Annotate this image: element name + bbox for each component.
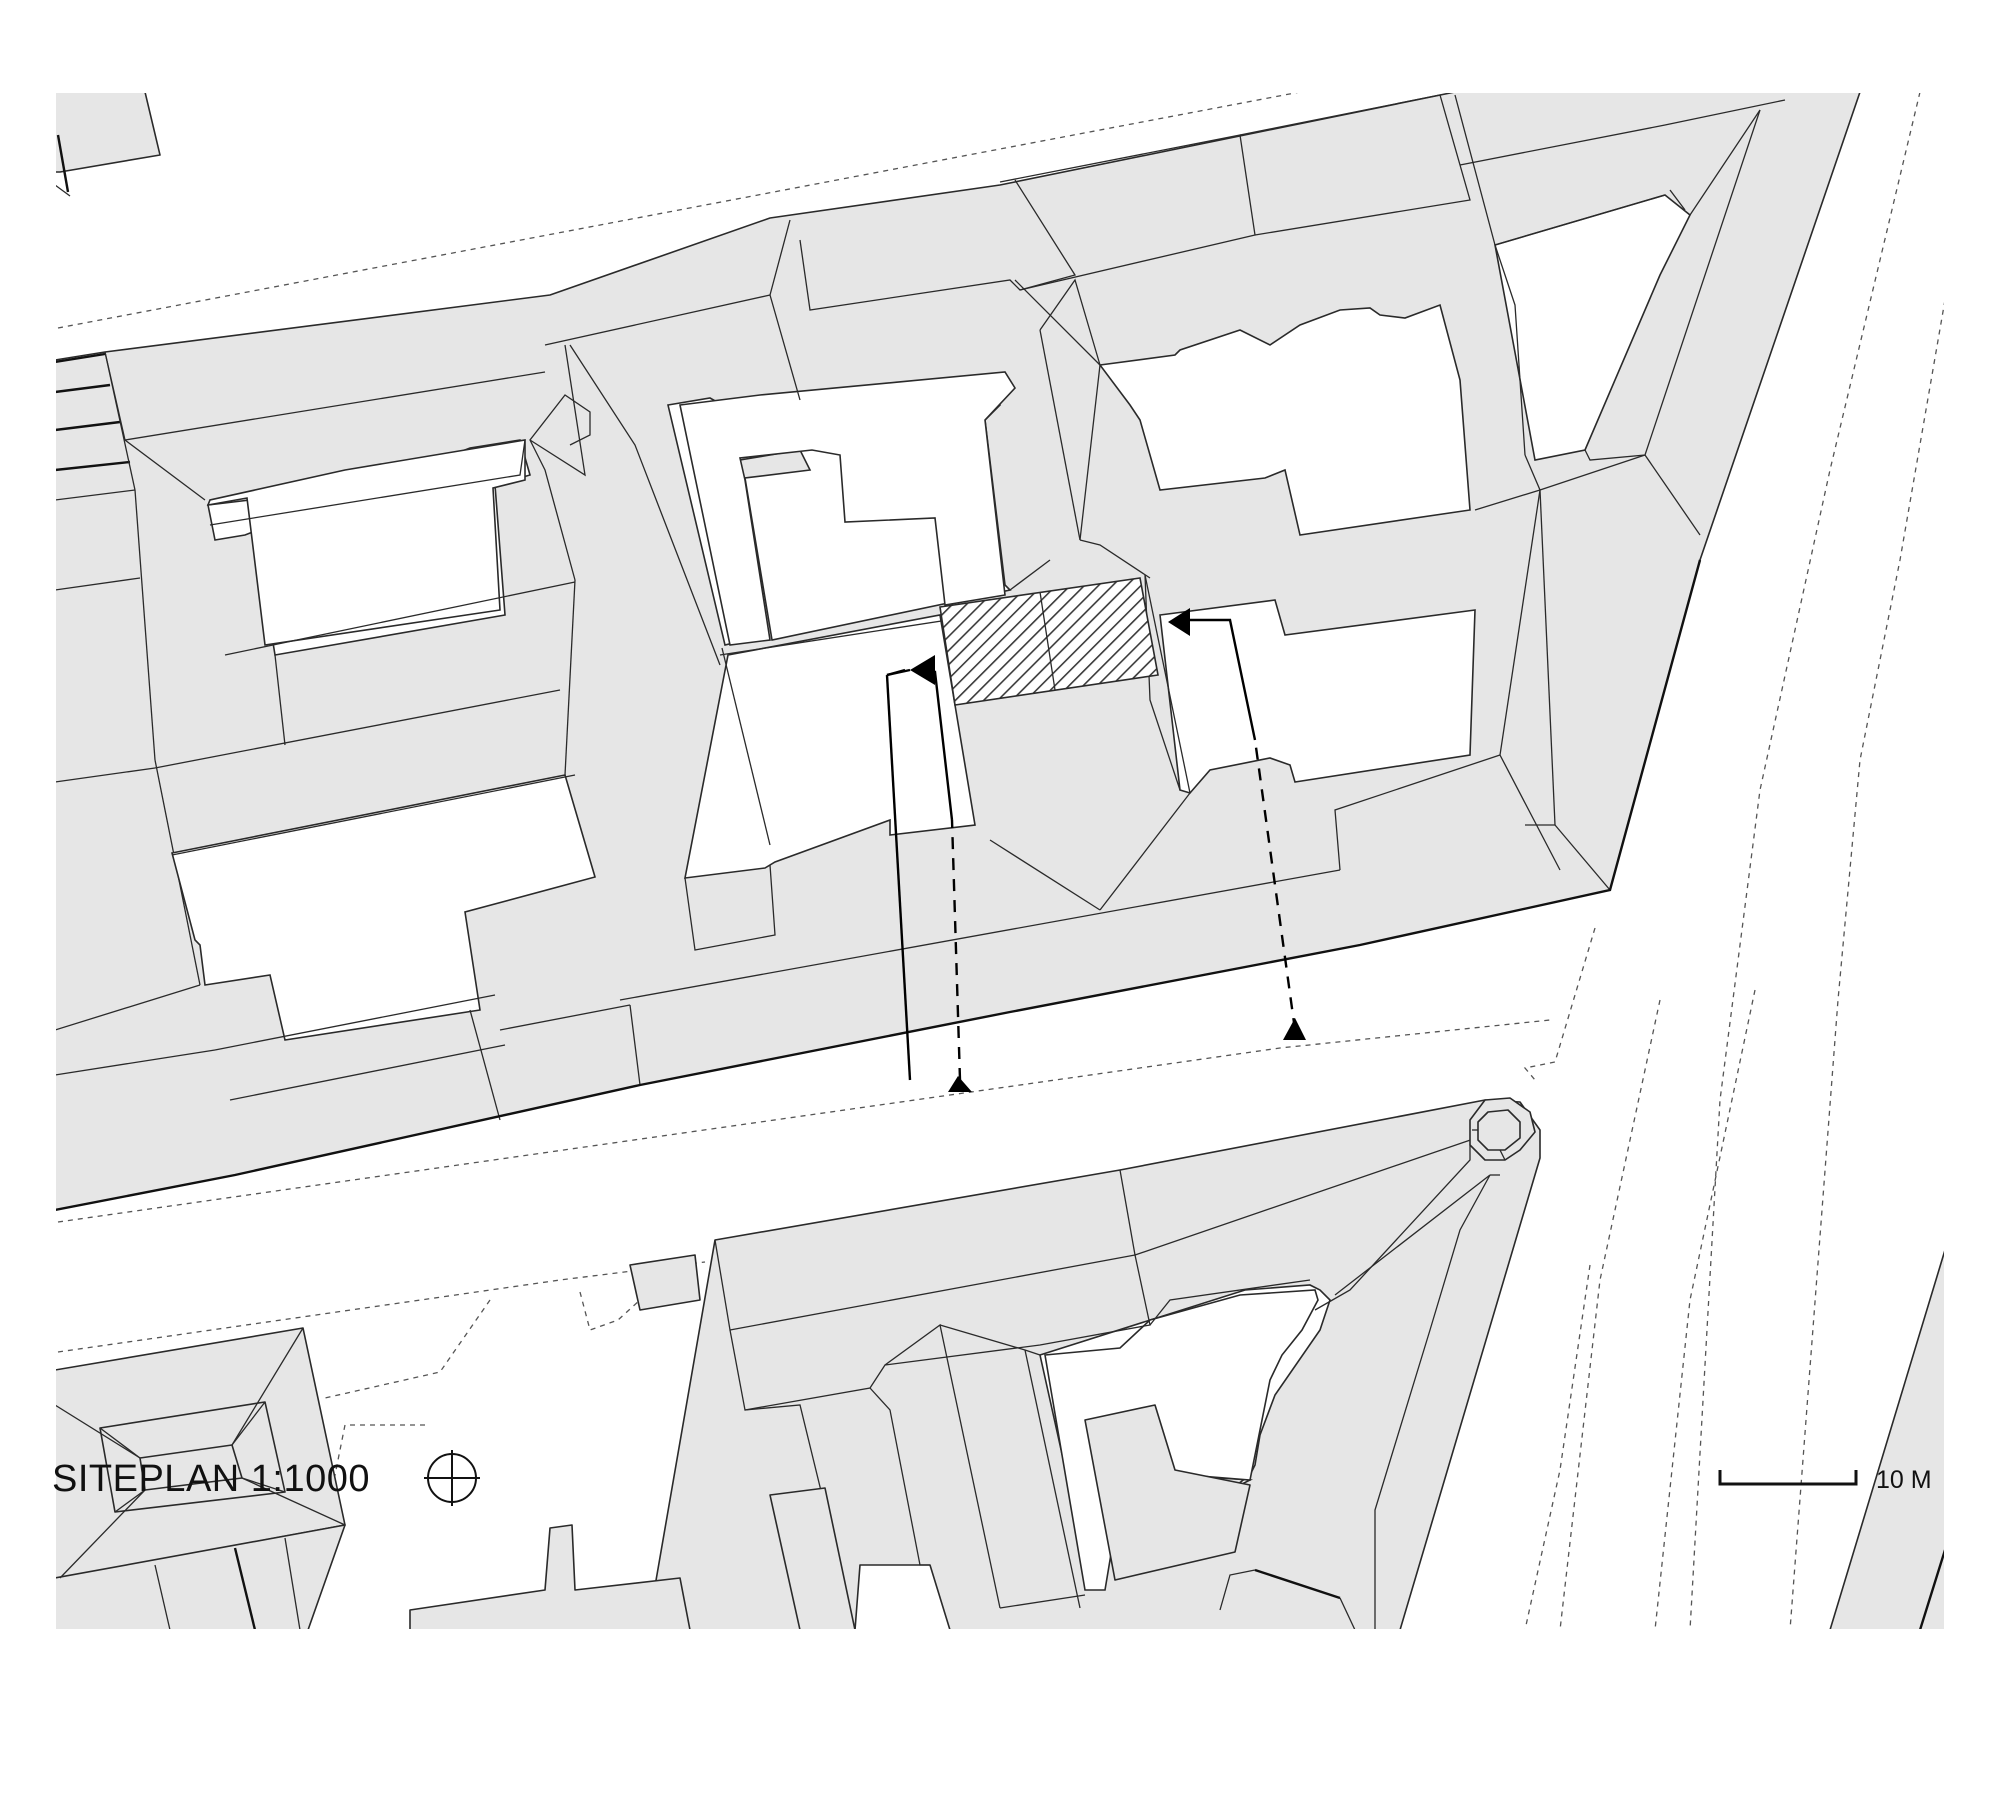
- siteplan-title: SITEPLAN 1:1000: [52, 1458, 371, 1500]
- courtyard-e: [1098, 303, 1471, 536]
- section-line-left: [885, 655, 972, 1092]
- southwest-pavilion: [55, 1327, 346, 1630]
- building-top-left-corner: [55, 92, 161, 197]
- section-arrow-left: [1168, 608, 1190, 636]
- section-line-right: [1168, 608, 1306, 1040]
- project-plot: [939, 577, 1159, 706]
- southeast-fragment: [1829, 1249, 1945, 1630]
- courtyard-b: [171, 774, 596, 1041]
- street-frontage: [55, 559, 1702, 1212]
- section-arrow-up-left: [910, 655, 935, 685]
- north-arrow-crosshair-icon: [424, 1450, 480, 1506]
- scale-bar: [1718, 1470, 1858, 1486]
- southern-divisions: [714, 1134, 1500, 1630]
- southern-block: [649, 1097, 1541, 1630]
- southern-small-buildings: [409, 1254, 856, 1630]
- section-marker-right: [1283, 1018, 1306, 1040]
- courtyard-f: [1159, 599, 1476, 794]
- section-marker-left: [948, 1076, 972, 1092]
- scale-bar-label: 10 M: [1876, 1466, 1932, 1494]
